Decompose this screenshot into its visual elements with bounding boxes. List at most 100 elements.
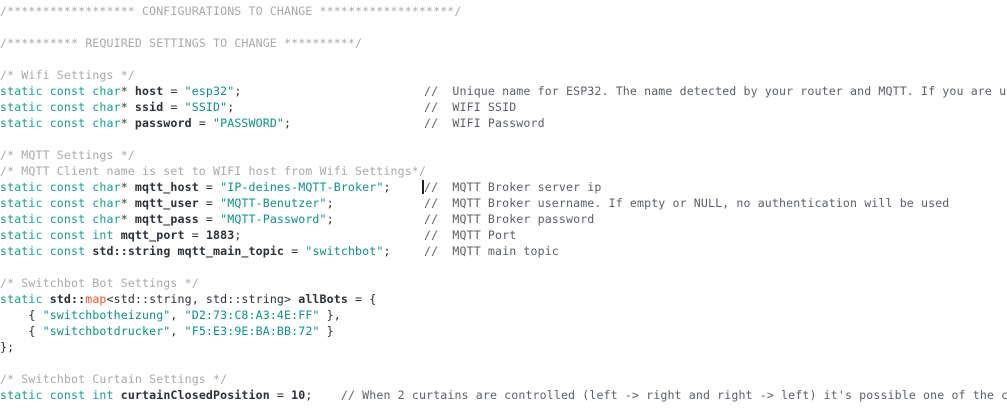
trailing-comment: // MQTT Port [424, 228, 517, 242]
code-line-allbots-entry-heizung[interactable]: { "switchbotheizung", "D2:73:C8:A3:4E:FF… [0, 307, 1007, 323]
code-token: host [134, 84, 164, 98]
code-line-text: static const int mqtt_port = 1883; [0, 227, 241, 243]
code-token: }; [0, 340, 15, 354]
code-line-section-wifi-settings[interactable]: /* Wifi Settings */ [0, 67, 1007, 83]
code-token: , [170, 308, 185, 322]
code-token: mqtt_main_topic [177, 244, 285, 258]
code-token: std::string [92, 244, 171, 258]
code-token: "switchbot" [305, 244, 384, 258]
code-token: /****************** CONFIGURATIONS TO CH… [0, 4, 462, 18]
code-line-text: /* MQTT Client name is set to WIFI host … [0, 163, 426, 179]
code-token: ; [284, 116, 292, 130]
code-token: /* Wifi Settings */ [0, 68, 135, 82]
code-token: "MQTT-Password" [220, 212, 327, 226]
code-token: /* MQTT Client name is set to WIFI host … [0, 164, 427, 178]
code-token: ; [234, 228, 242, 242]
code-line-decl-mqtt-user[interactable]: static const char* mqtt_user = "MQTT-Ben… [0, 195, 1007, 211]
code-token: <std::string, std::string> [106, 292, 299, 306]
code-token: = { [347, 292, 377, 306]
trailing-comment: // MQTT Broker server ip [424, 180, 602, 194]
code-line-decl-ssid[interactable]: static const char* ssid = "SSID"; // WIFI… [0, 99, 1007, 115]
code-line-blank-5[interactable] [0, 355, 1007, 371]
code-token: = [184, 228, 206, 242]
code-token: mqtt_host [134, 180, 199, 194]
code-line-decl-mqtt-main-topic[interactable]: static const std::string mqtt_main_topic… [0, 243, 1007, 259]
code-line-text: static const std::string mqtt_main_topic… [0, 243, 391, 259]
code-token: mqtt_user [134, 196, 199, 210]
code-token: = [163, 84, 185, 98]
code-token: * [120, 116, 135, 130]
code-line-section-switchbot-curtain-settings[interactable]: /* Switchbot Curtain Settings */ [0, 371, 1007, 387]
code-line-banner-required-settings[interactable]: /********** REQUIRED SETTINGS TO CHANGE … [0, 35, 1007, 51]
code-line-decl-password[interactable]: static const char* password = "PASSWORD"… [0, 115, 1007, 131]
trailing-comment: // WIFI SSID [424, 100, 517, 114]
code-token: "D2:73:C8:A3:4E:FF" [184, 308, 320, 322]
code-line-text: /****************** CONFIGURATIONS TO CH… [0, 3, 462, 19]
code-token: = [163, 100, 185, 114]
code-line-allbots-close[interactable]: }; [0, 339, 1007, 355]
code-line-allbots-entry-drucker[interactable]: { "switchbotdrucker", "F5:E3:9E:BA:BB:72… [0, 323, 1007, 339]
code-line-section-switchbot-bot-settings[interactable]: /* Switchbot Bot Settings */ [0, 275, 1007, 291]
code-token: ; [383, 180, 391, 194]
code-token: "esp32" [184, 84, 235, 98]
code-line-decl-mqtt-port[interactable]: static const int mqtt_port = 1883; // MQT… [0, 227, 1007, 243]
code-line-decl-curtain-closed-position[interactable]: static const int curtainClosedPosition =… [0, 387, 1007, 403]
code-line-blank-1[interactable] [0, 19, 1007, 35]
code-token: = [198, 196, 221, 210]
code-line-decl-mqtt-host[interactable]: static const char* mqtt_host = "IP-deine… [0, 179, 1007, 195]
code-line-text: /* Switchbot Curtain Settings */ [0, 371, 227, 387]
text-cursor [422, 180, 424, 194]
code-token: * [120, 84, 135, 98]
code-token: static const char [0, 84, 121, 98]
code-token: = [284, 244, 306, 258]
code-line-text: { "switchbotdrucker", "F5:E3:9E:BA:BB:72… [0, 323, 334, 339]
code-token: /* MQTT Settings */ [0, 148, 135, 162]
code-token: ; [227, 100, 235, 114]
code-line-text: /* Wifi Settings */ [0, 67, 135, 83]
code-token: static const int [0, 228, 114, 242]
code-token: static const char [0, 116, 121, 130]
code-line-banner-configurations[interactable]: /****************** CONFIGURATIONS TO CH… [0, 3, 1007, 19]
code-line-decl-mqtt-pass[interactable]: static const char* mqtt_pass = "MQTT-Pas… [0, 211, 1007, 227]
code-token: 1883 [205, 228, 235, 242]
code-token: * [120, 212, 135, 226]
code-token: static const char [0, 196, 121, 210]
code-token: 10 [291, 388, 306, 402]
code-line-blank-4[interactable] [0, 259, 1007, 275]
code-line-decl-allbots[interactable]: static std::map<std::string, std::string… [0, 291, 1007, 307]
code-token: "switchbotheizung" [42, 308, 171, 322]
code-token: "SSID" [184, 100, 228, 114]
code-token [170, 244, 177, 258]
code-token: } [319, 324, 334, 338]
trailing-comment: // MQTT Broker password [424, 212, 595, 226]
code-line-text: static const char* password = "PASSWORD"… [0, 115, 291, 131]
code-token: * [120, 100, 135, 114]
code-token: }, [319, 308, 341, 322]
code-token: ; [326, 196, 334, 210]
code-token [114, 388, 121, 402]
code-token: // When 2 curtains are controlled (left … [340, 388, 1007, 402]
code-token: "F5:E3:9E:BA:BB:72" [184, 324, 320, 338]
code-token: = [198, 212, 221, 226]
code-line-decl-host[interactable]: static const char* host = "esp32";// Uni… [0, 83, 1007, 99]
code-line-text: static const char* mqtt_host = "IP-deine… [0, 179, 391, 195]
code-line-blank-2[interactable] [0, 51, 1007, 67]
code-token: /* Switchbot Curtain Settings */ [0, 372, 228, 386]
code-token: static const char [0, 212, 121, 226]
code-token: static const int [0, 388, 114, 402]
code-token: , [170, 324, 185, 338]
code-line-blank-3[interactable] [0, 131, 1007, 147]
code-token: { [0, 324, 43, 338]
code-token: static const char [0, 100, 121, 114]
code-line-section-mqtt-settings[interactable]: /* MQTT Settings */ [0, 147, 1007, 163]
code-token: ; [326, 212, 334, 226]
code-token: ; [383, 244, 391, 258]
code-token: "MQTT-Benutzer" [220, 196, 327, 210]
code-line-note-mqtt-client-name[interactable]: /* MQTT Client name is set to WIFI host … [0, 163, 1007, 179]
code-line-text: static const char* ssid = "SSID"; [0, 99, 234, 115]
trailing-comment: // WIFI Password [424, 116, 545, 130]
code-token: static const char [0, 180, 121, 194]
code-token: static [0, 292, 50, 306]
code-token: /********** REQUIRED SETTINGS TO CHANGE … [0, 36, 363, 50]
